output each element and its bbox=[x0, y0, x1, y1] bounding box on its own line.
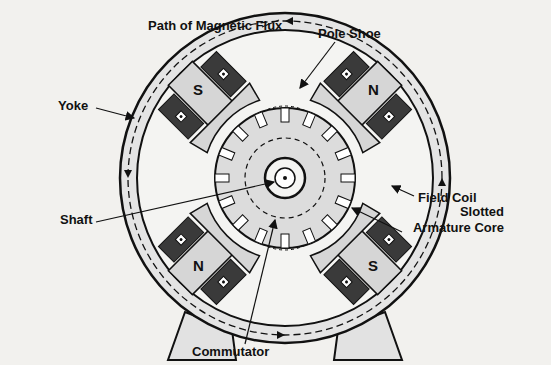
part-label: Field Coil bbox=[418, 190, 477, 206]
part-label: Yoke bbox=[58, 98, 88, 114]
part-label: Shaft bbox=[60, 212, 93, 228]
pole-letter: S bbox=[368, 258, 378, 274]
flux-path-label: Path of Magnetic Flux bbox=[148, 18, 282, 34]
part-label: Commutator bbox=[192, 344, 269, 360]
pole-letter: N bbox=[193, 258, 204, 274]
part-label: Slotted Armature Core bbox=[404, 204, 504, 236]
part-label: Pole Shoe bbox=[318, 26, 381, 42]
pole-letter: N bbox=[368, 82, 379, 98]
pole-letter: S bbox=[193, 82, 203, 98]
